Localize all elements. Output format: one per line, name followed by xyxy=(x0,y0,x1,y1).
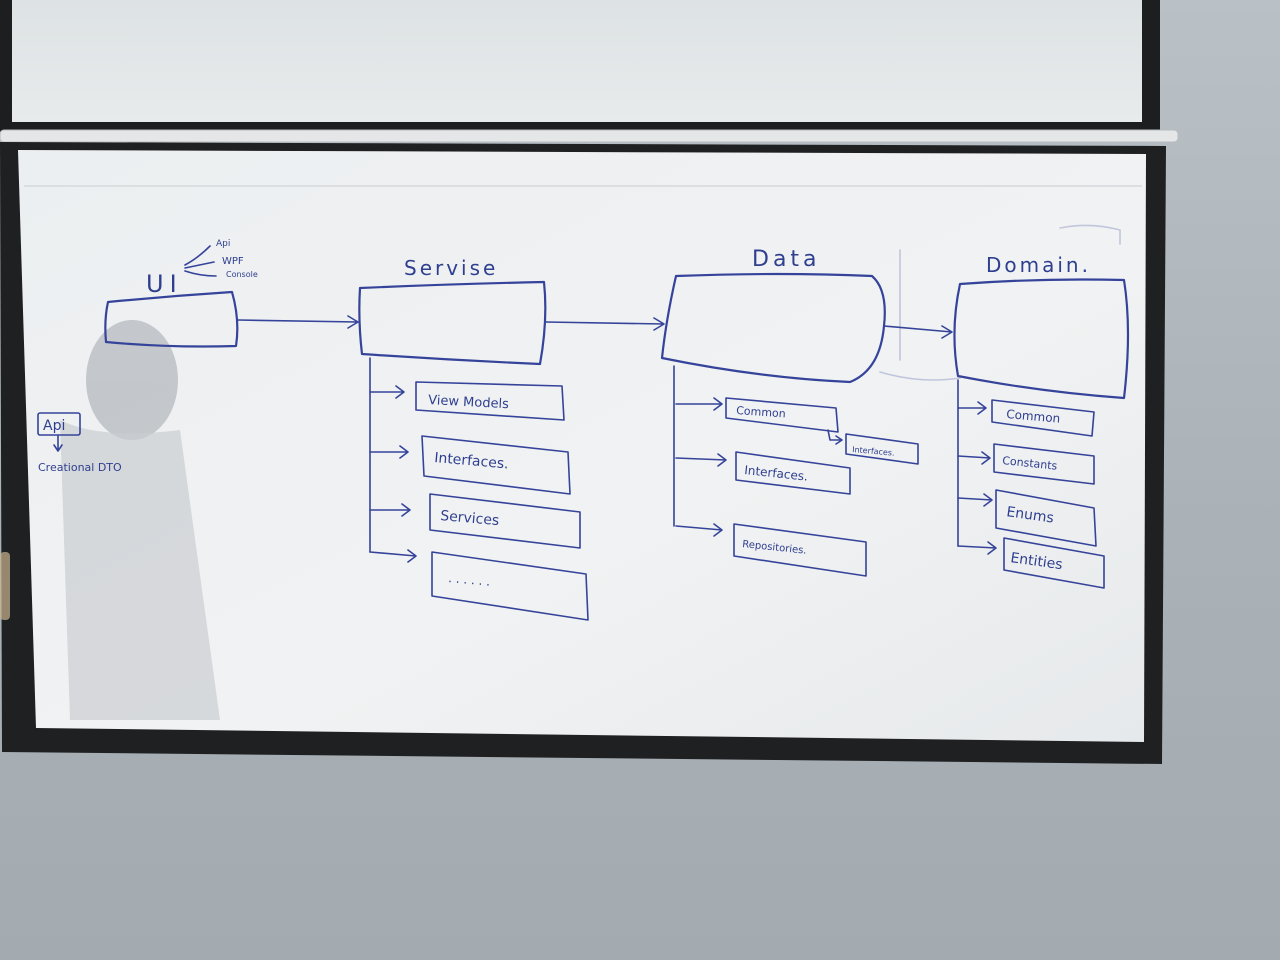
domain-item-label-2: Constants xyxy=(1002,454,1059,473)
service-title: Servise xyxy=(404,256,498,280)
domain-item-box-1 xyxy=(991,399,1095,437)
ui-output-api: Api xyxy=(216,239,230,249)
domain-item-box-2 xyxy=(993,443,1095,485)
ui-output-arrows xyxy=(184,245,217,277)
service-item-label-4: . . . . . . xyxy=(448,571,491,589)
api-note-label: Api xyxy=(43,418,65,434)
data-box xyxy=(660,272,886,384)
service-box xyxy=(358,280,547,366)
ui-to-service-arrow xyxy=(237,315,359,329)
domain-item-label-4: Entities xyxy=(1009,550,1063,573)
data-group: Data Common Interfaces. Interfaces. Repo… xyxy=(660,247,953,577)
data-item-box-3 xyxy=(733,523,867,577)
data-to-domain-arrow xyxy=(883,325,953,339)
ui-box xyxy=(104,290,239,348)
domain-group: Domain. Common Constants Enums Entities xyxy=(953,253,1130,589)
data-item-label-1: Common xyxy=(736,404,786,420)
service-item-box-4 xyxy=(431,551,589,621)
service-item-box-2 xyxy=(421,435,571,495)
domain-title: Domain. xyxy=(986,253,1091,277)
main-whiteboard xyxy=(0,142,1166,764)
ui-output-console: Console xyxy=(226,270,258,279)
domain-item-label-1: Common xyxy=(1006,407,1061,426)
domain-box xyxy=(953,278,1130,400)
service-to-data-arrow xyxy=(545,317,665,331)
domain-item-box-3 xyxy=(995,489,1097,547)
domain-item-box-4 xyxy=(1003,537,1105,589)
data-sub-item-label: Interfaces. xyxy=(852,445,895,458)
screen-bar xyxy=(0,129,1179,143)
api-note-arrow xyxy=(53,435,63,452)
data-item-label-2: Interfaces. xyxy=(744,463,809,484)
data-item-box-1 xyxy=(725,397,839,433)
service-group: Servise View Models Interfaces. Services… xyxy=(358,256,665,621)
ui-output-wpf: WPF xyxy=(222,256,244,267)
upper-whiteboard xyxy=(0,0,1160,135)
service-item-box-1 xyxy=(415,381,565,421)
domain-item-label-3: Enums xyxy=(1005,504,1054,526)
api-note: Api Creational DTO xyxy=(37,412,122,474)
api-note-caption: Creational DTO xyxy=(38,461,122,474)
person-shadow xyxy=(60,320,220,720)
data-sub-arrow xyxy=(827,429,843,445)
faint-ghost-markings xyxy=(879,224,1121,381)
left-edge-object xyxy=(0,552,10,620)
ui-group: UI Api WPF Console xyxy=(104,239,359,348)
api-note-box xyxy=(37,412,81,436)
service-item-box-3 xyxy=(429,493,581,549)
data-title: Data xyxy=(752,247,821,272)
service-item-label-3: Services xyxy=(440,508,500,529)
data-item-box-2 xyxy=(735,451,851,495)
data-sub-item-box xyxy=(845,433,919,465)
ui-title: UI xyxy=(146,270,183,298)
service-item-label-1: View Models xyxy=(428,393,510,412)
service-item-label-2: Interfaces. xyxy=(434,450,510,472)
